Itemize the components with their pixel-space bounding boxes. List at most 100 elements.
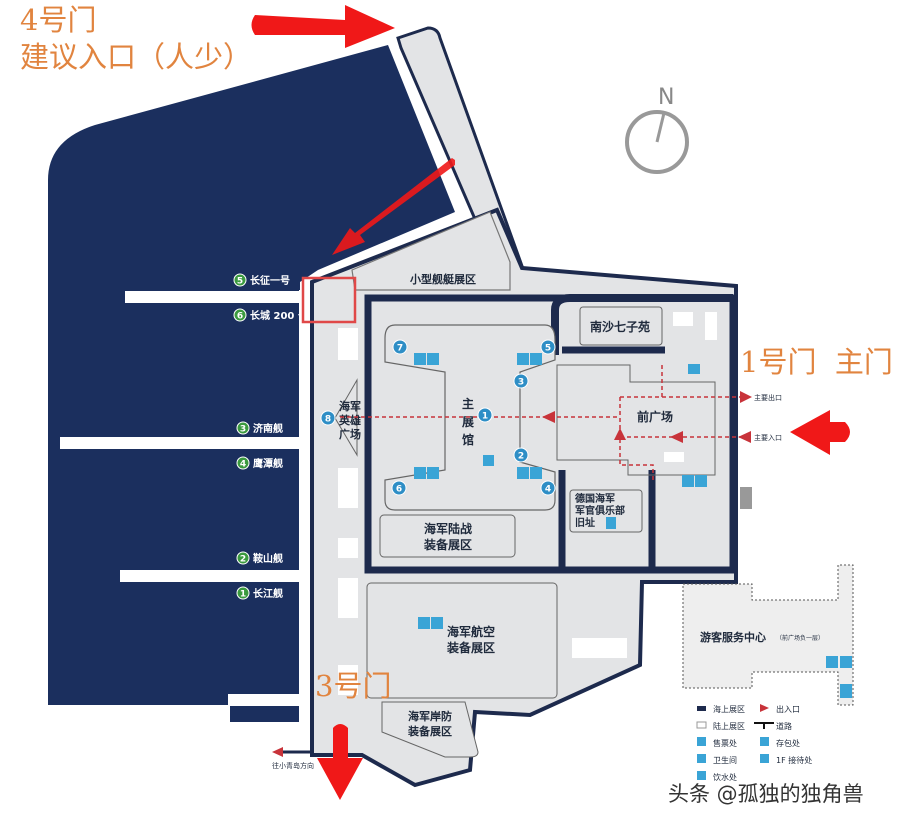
legend-label: 1F 接待处 [776,755,812,765]
legend-swatch-icon [697,706,706,711]
coastal-area [381,701,479,758]
small-boats-label: 小型舰艇展区 [409,272,476,286]
sea-area [48,45,455,722]
marine-corps-label-2: 装备展区 [423,537,472,552]
coastal-label-1: 海军岸防 [408,709,452,723]
legend-swatch-icon [760,704,769,712]
exhibit-marker-number: 8 [325,415,331,425]
visitor-center-note: （前广场负一层） [776,634,824,642]
aviation-label-2: 装备展区 [446,640,495,655]
legend-label: 卫生间 [713,755,737,765]
exhibit-marker: 8 [320,410,336,426]
legend-swatch-icon [760,754,769,763]
ship-name: 长城 200 号 [250,309,308,322]
ship-number: 2 [240,555,246,565]
exhibit-marker: 2 [513,447,529,463]
main-hall-label-3: 馆 [462,432,474,447]
legend-item: 存包处 [760,737,800,748]
ship-name: 鞍山舰 [253,552,283,565]
legend-label: 陆上展区 [713,721,745,731]
legend-item: 卫生间 [697,754,737,765]
facility-icons [414,353,852,698]
ship-number: 6 [237,312,243,322]
legend-label: 售票处 [713,738,737,748]
aviation-label-1: 海军航空 [447,624,495,639]
highlight-box [301,276,357,324]
ship-number: 4 [240,460,246,470]
legend-label: 出入口 [776,704,800,714]
gate3-arrow-icon [317,724,363,800]
exhibit-marker: 4 [540,480,556,496]
nansha-area [579,306,663,346]
gate4-label: 4号门 [20,3,97,37]
legend-swatch-icon [760,737,769,746]
main-hall-label-2: 展 [462,415,474,429]
marine-corps-area [379,514,516,558]
visitor-center-label: 游客服务中心 [700,630,766,644]
compass-icon [625,110,689,174]
compass-north-label: N [658,85,674,110]
legend-swatch-icon [697,771,706,780]
legend-item: 陆上展区 [696,721,745,731]
exhibit-marker-number: 6 [396,485,402,495]
coastal-label-2: 装备展区 [407,724,452,738]
legend-swatch-icon [697,737,706,746]
legend-label: 海上展区 [713,704,745,714]
ship-label: 2 鞍山舰 [236,551,283,565]
ship-label: 4 鹰潭舰 [236,456,283,470]
legend-item: 售票处 [697,737,737,748]
ship-number: 5 [237,277,243,287]
visitor-center [682,564,854,706]
exhibit-marker: 3 [513,373,529,389]
ship-name: 鹰潭舰 [253,457,283,470]
gate3-label: 3号门 [315,669,392,703]
gate4-annotation: 4号门建议入口（人少） [20,2,252,76]
exhibit-marker-number: 2 [518,452,524,462]
legend-item: 道路 [754,721,792,731]
legend-item: 出入口 [760,704,800,714]
main-exit-label: 主要出口 [754,393,782,402]
gate4-recommendation: 建议入口（人少） [20,40,253,74]
jetty-arrow-icon [332,158,455,255]
exhibit-marker: 5 [540,339,556,355]
gate1-label: 1号门 主门 [740,345,893,379]
main-enclosure [364,294,737,574]
ship-name: 济南舰 [253,422,283,435]
legend-item: 1F 接待处 [760,754,812,765]
german-club-label-3: 旧址 [575,516,595,529]
hero-plaza-label-1: 海军 [339,399,361,413]
main-entrance-label: 主要入口 [754,433,782,442]
ship-label: 3 济南舰 [236,421,283,435]
gate4-arrow-icon [251,5,395,48]
legend-label: 饮水处 [713,772,737,782]
legend-swatch-icon [754,722,774,729]
ship-name: 长江舰 [253,587,283,600]
exhibit-marker: 6 [391,480,407,496]
hero-plaza-label-3: 广场 [339,427,361,441]
marine-corps-label-1: 海军陆战 [424,521,472,536]
exhibit-marker-number: 1 [482,412,488,422]
legend-label: 道路 [776,721,792,731]
german-club-label-2: 军官俱乐部 [575,504,625,517]
legend-item: 海上展区 [697,704,745,714]
ship-label: 6 长城 200 号 [233,308,308,322]
front-plaza-label: 前广场 [637,409,673,424]
main-hall-label-1: 主 [462,396,474,411]
gate1-arrow-icon [790,410,850,455]
land-blocks [338,328,684,695]
legend-item: 饮水处 [697,771,737,782]
exhibit-markers: 1 2 3 4 5 6 7 8 [320,339,556,496]
exhibit-marker-number: 7 [397,344,403,354]
german-club-area [569,489,643,533]
exhibit-marker: 1 [477,407,493,423]
legend-swatch-icon [697,754,706,763]
ship-number: 3 [240,425,246,435]
legend-swatch-icon [696,721,707,729]
piers [60,291,305,706]
